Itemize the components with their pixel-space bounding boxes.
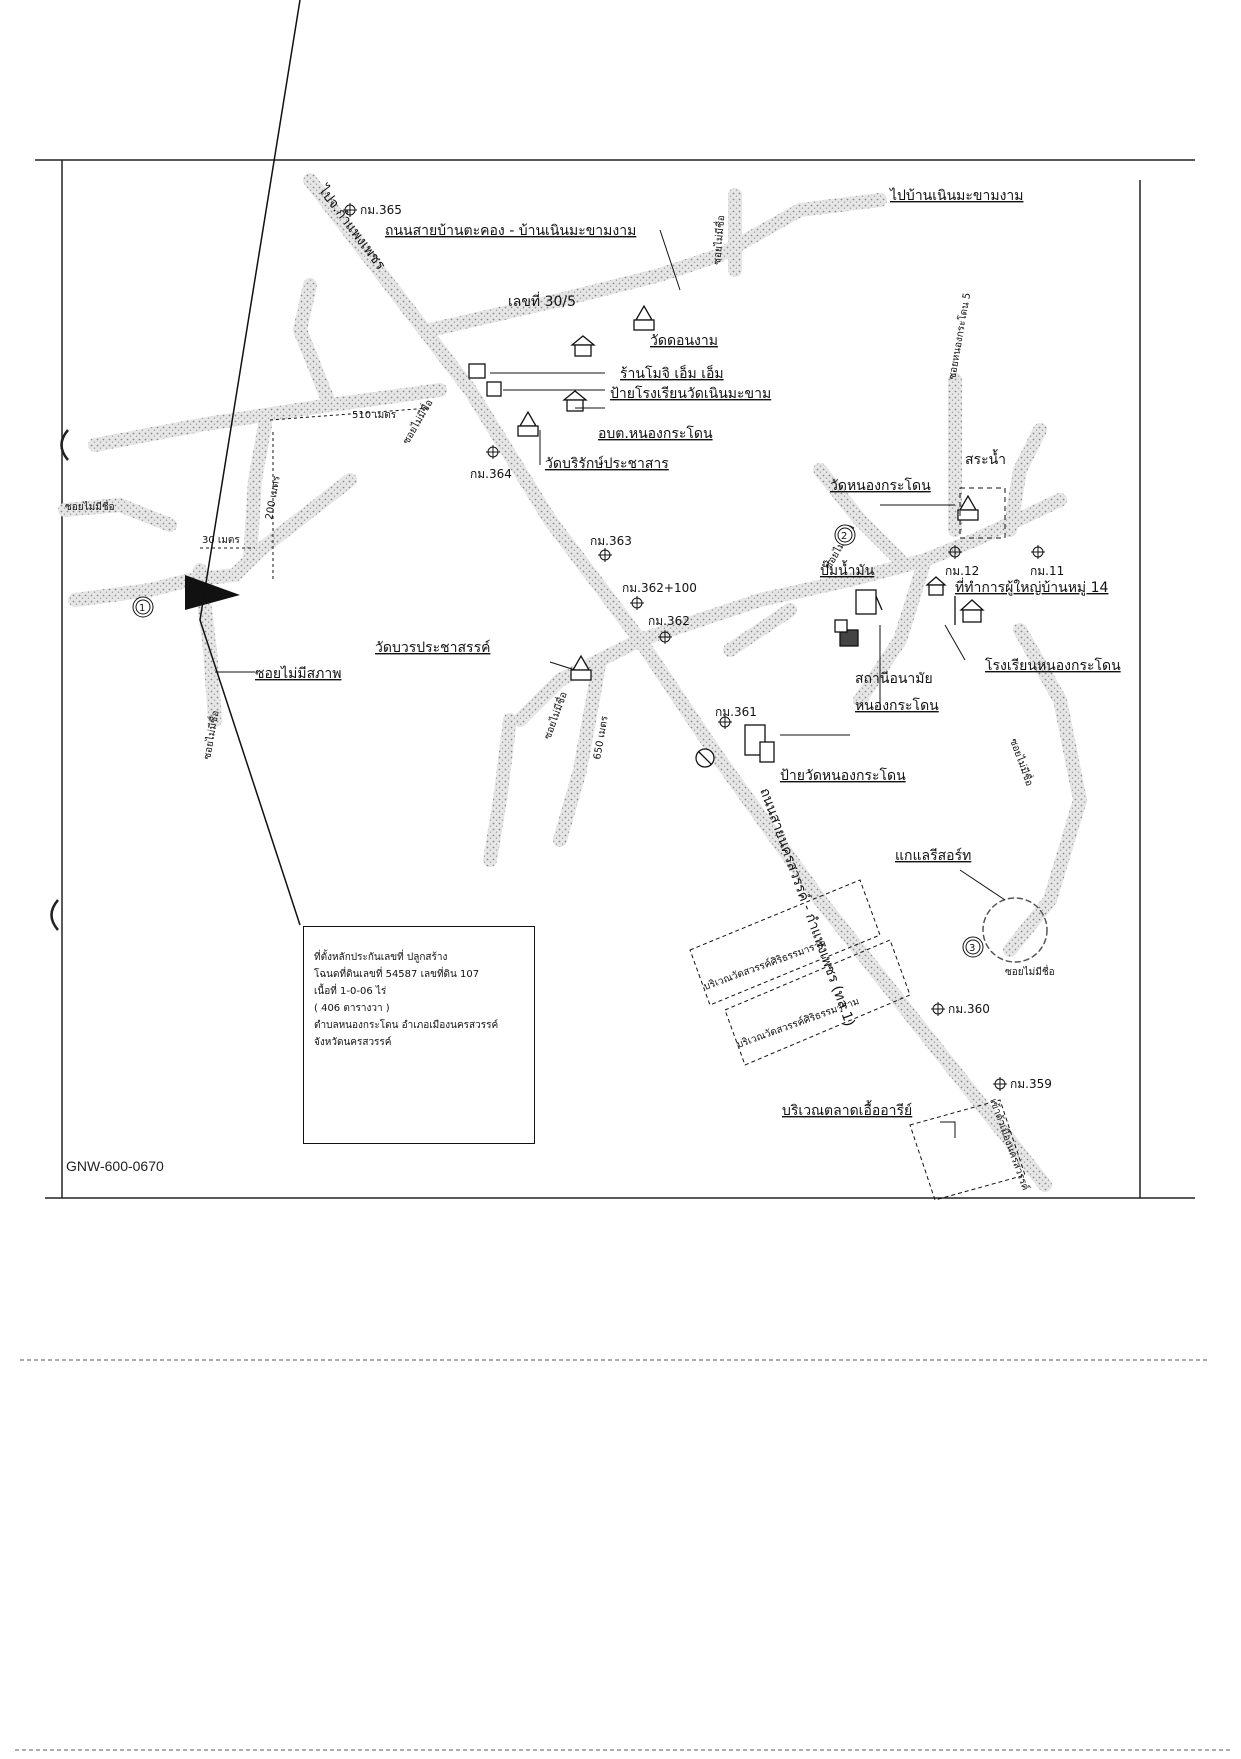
- info-line-2: โฉนดที่ดินเลขที่ 54587 เลขที่ดิน 107: [314, 969, 480, 980]
- label-school-nongkrado: โรงเรียนหนองกระโดน: [985, 657, 1121, 674]
- road-label-daklong: ถนนสายบ้านตะคอง - บ้านเนินมะขามงาม: [385, 223, 636, 239]
- road-label-to-noen-makham: ไปบ้านเนินมะขามงาม: [889, 187, 1024, 204]
- house-icon: [570, 335, 596, 357]
- km-marker-361: กม.361: [715, 705, 757, 729]
- temple-icon: [517, 410, 539, 437]
- road-label-to-nakhon-sawan: เข้าตัวเมืองนครสวรรค์: [987, 1097, 1031, 1192]
- km-marker-364: กม.364: [470, 445, 512, 481]
- km-marker-363: กม.363: [590, 534, 632, 562]
- road-label-soi-no-name-1: ซอยไม่มีชื่อ: [65, 499, 115, 513]
- svg-text:กม.362+100: กม.362+100: [622, 581, 697, 595]
- road-label-soi-nongkrado-5: ซอยหนองกระโดน 5: [945, 292, 973, 381]
- label-school-sign: ป้ายโรงเรียนวัดเนินมะขาม: [610, 385, 771, 402]
- label-health-station-2: หนองกระโดน: [855, 697, 939, 714]
- property-pointer: [185, 0, 301, 926]
- road-label-main-highway-south: ถนนสายนครสวรรค์ - กำแพงเพชร (ทล.1): [756, 786, 858, 1029]
- point-3: 3: [962, 936, 984, 958]
- label-health-station-1: สถานีอนามัย: [855, 671, 933, 687]
- km-marker-11: กม.11: [1030, 545, 1064, 578]
- label-wat-sign: ป้ายวัดหนองกระโดน: [780, 767, 906, 784]
- road-label-soi-bad: ซอยไม่มีสภาพ: [255, 665, 341, 682]
- svg-text:1: 1: [139, 603, 145, 614]
- label-shop-momo: ร้านโมจิ เอ็ม เอ็ม: [620, 364, 724, 382]
- label-house-30-5: เลขที่ 30/5: [508, 292, 576, 310]
- shop-icon: [468, 363, 486, 379]
- sign-icon: [744, 724, 775, 763]
- house-icon: [925, 576, 947, 596]
- area-boundaries: [689, 879, 1026, 1201]
- svg-text:3: 3: [969, 943, 975, 954]
- svg-text:2: 2: [841, 531, 847, 542]
- label-wat-nongkrado: วัดหนองกระโดน: [830, 477, 931, 494]
- info-line-5: ตำบลหนองกระโดน อำเภอเมืองนครสวรรค์: [314, 1020, 499, 1031]
- svg-text:กม.365: กม.365: [360, 203, 402, 217]
- distance-510m: 510 เมตร: [352, 410, 397, 421]
- property-info-box: ที่ตั้งหลักประกันเลขที่ ปลูกสร้าง โฉนดที…: [303, 926, 535, 1144]
- svg-text:กม.360: กม.360: [948, 1002, 990, 1016]
- road-label-main-highway: ไปจ.กำแพงเพชร: [314, 181, 389, 273]
- temple-icon: [570, 654, 592, 681]
- label-leaders: [215, 229, 1006, 1138]
- info-line-6: จังหวัดนครสวรรค์: [314, 1037, 392, 1048]
- road-label-soi-no-name-3: ซอยไม่มีชื่อ: [199, 709, 221, 760]
- svg-text:กม.11: กม.11: [1030, 564, 1064, 578]
- road-label-soi-no-name-2: ซอยไม่มีชื่อ: [398, 396, 435, 446]
- km-markers: กม.365 กม.364 กม.363 กม.362+100 กม.362 ก…: [343, 203, 1064, 1091]
- info-line-1: ที่ตั้งหลักประกันเลขที่ ปลูกสร้าง: [314, 952, 448, 963]
- landmark-icons: [468, 304, 985, 768]
- road-label-soi-no-name-5: ซอยไม่มีชื่อ: [1007, 736, 1037, 787]
- temple-icon: [633, 304, 655, 331]
- svg-text:กม.363: กม.363: [590, 534, 632, 548]
- label-gas-station: ปั๊มน้ำมัน: [820, 560, 875, 579]
- map-frame: [15, 159, 1230, 1751]
- school-icon: [954, 596, 985, 625]
- distance-30m: 30 เมตร: [202, 535, 240, 546]
- km-marker-365: กม.365: [343, 203, 402, 217]
- km-marker-362-100: กม.362+100: [622, 581, 697, 610]
- school-sign-icon: [486, 381, 502, 397]
- label-obt: อบต.หนองกระโดน: [598, 425, 713, 442]
- label-market-area: บริเวณตลาดเอื้ออารีย์: [782, 1100, 912, 1119]
- label-temple-area-1: บริเวณวัดสวรรค์ศิริธรรมาราม: [702, 937, 828, 993]
- gas-pump-icon: [855, 589, 883, 615]
- label-pond: สระน้ำ: [965, 449, 1006, 468]
- km-marker-360: กม.360: [931, 1002, 990, 1016]
- label-wat-boriruk: วัดบริรักษ์ประชาสาร: [545, 455, 669, 472]
- svg-text:กม.12: กม.12: [945, 564, 979, 578]
- km-marker-359: กม.359: [993, 1077, 1052, 1091]
- road-label-soi-no-name-7: ซอยไม่มีชื่อ: [1005, 964, 1055, 978]
- label-wat-don-ngam: วัดดอนงาม: [650, 333, 718, 349]
- label-resort: แกแลรีสอร์ท: [895, 847, 971, 864]
- prohibited-icon: [695, 748, 715, 768]
- building-icon: [562, 390, 588, 412]
- km-marker-12: กม.12: [945, 545, 979, 578]
- map-code: GNW-600-0670: [66, 1158, 164, 1174]
- svg-text:กม.361: กม.361: [715, 705, 757, 719]
- svg-text:กม.359: กม.359: [1010, 1077, 1052, 1091]
- point-1: 1: [132, 596, 154, 618]
- info-line-3: เนื้อที่ 1-0-06 ไร่: [314, 986, 387, 997]
- health-station-icon: [834, 619, 859, 647]
- info-line-4: ( 406 ตารางวา ): [314, 1003, 390, 1014]
- temple-icon: [957, 494, 979, 521]
- svg-text:กม.364: กม.364: [470, 467, 512, 481]
- point-2: 2: [834, 524, 856, 546]
- label-village-head: ที่ทำการผู้ใหญ่บ้านหมู่ 14: [955, 578, 1109, 596]
- svg-text:กม.362: กม.362: [648, 614, 690, 628]
- numbered-points: 1 2 3: [132, 524, 984, 958]
- km-marker-362: กม.362: [648, 614, 690, 644]
- label-wat-bowon: วัดบวรประชาสรรค์: [375, 639, 490, 656]
